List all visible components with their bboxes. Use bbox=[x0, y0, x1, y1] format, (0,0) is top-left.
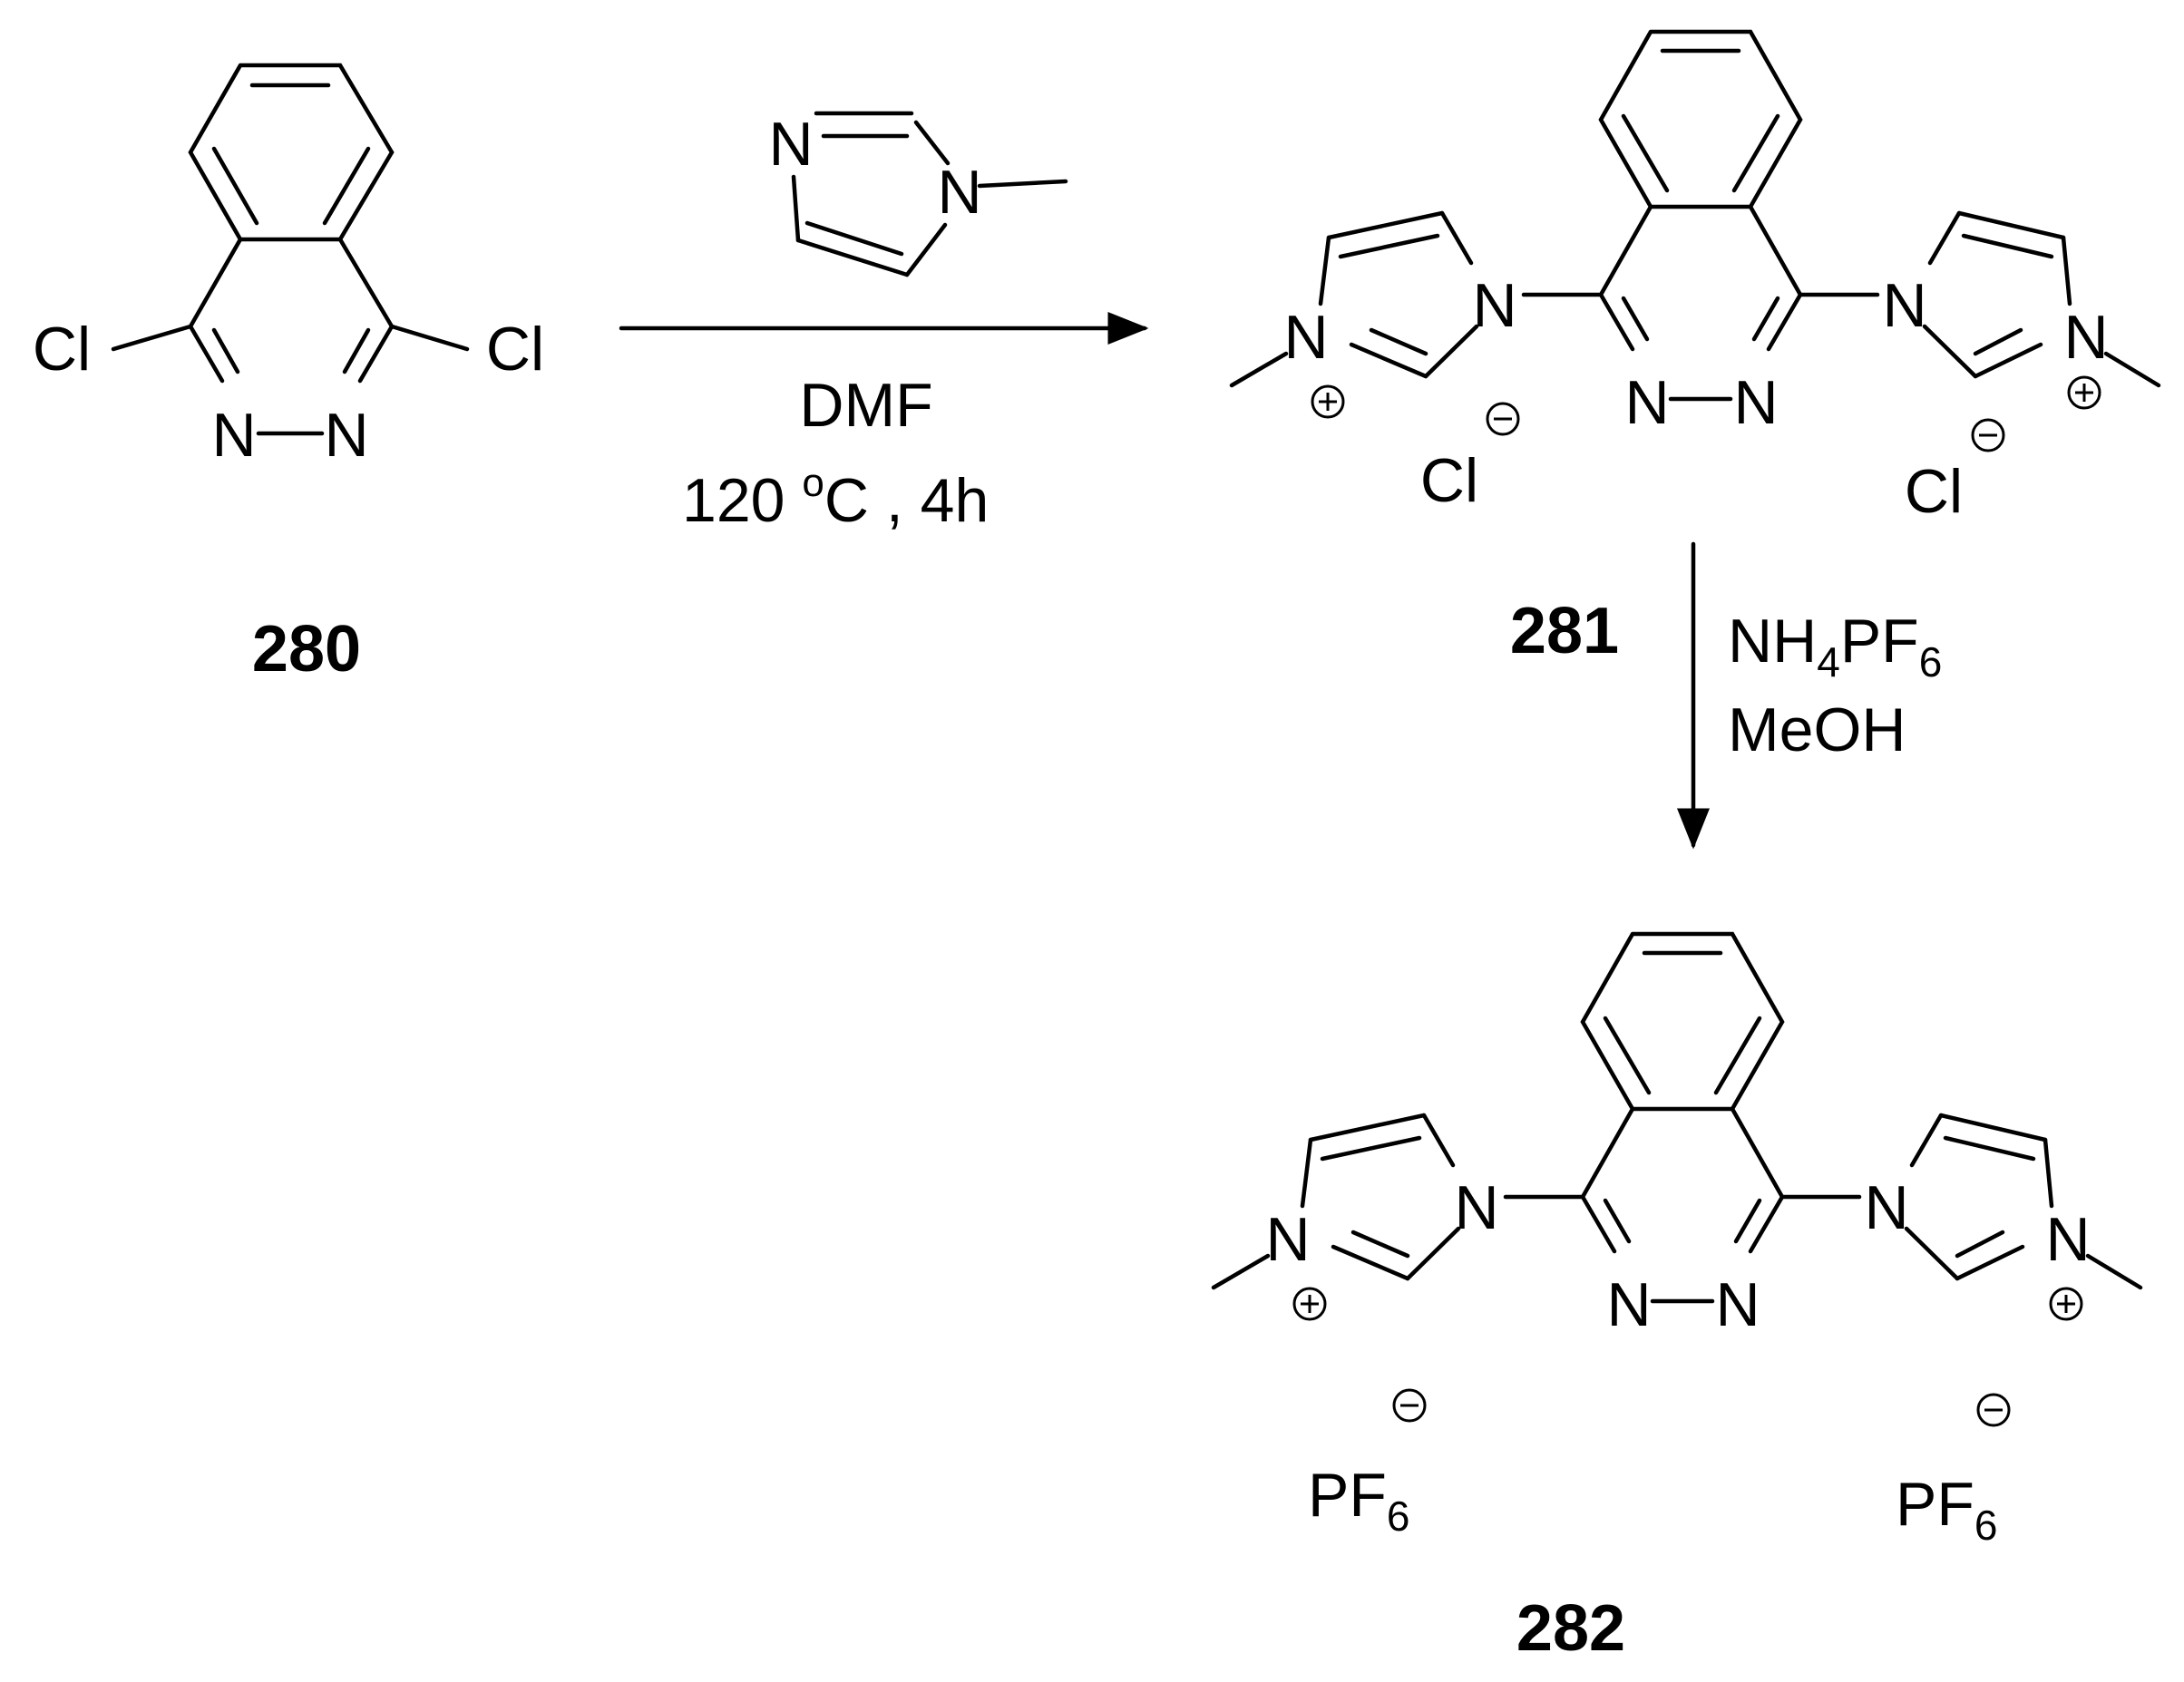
compound-id-281: 281 bbox=[1510, 595, 1619, 667]
nitrogen-label: N bbox=[324, 401, 368, 470]
nitrogen-label: N bbox=[1472, 271, 1516, 340]
conditions-label: 120 oC , 4h bbox=[682, 461, 989, 535]
nitrogen-label: N bbox=[1283, 303, 1328, 372]
nitrogen-label: N bbox=[1606, 1270, 1651, 1339]
compound-id-280: 280 bbox=[252, 613, 361, 685]
compound-281: N N N N N N Cl Cl 281 bbox=[1232, 32, 2159, 667]
compound-282: N N N N N N PF6 PF6 282 bbox=[1214, 934, 2140, 1665]
nitrogen-label: N bbox=[1265, 1205, 1310, 1274]
positive-charge-icon bbox=[2049, 1287, 2083, 1321]
negative-charge-icon bbox=[1971, 418, 2005, 452]
nitrogen-label: N bbox=[1733, 368, 1778, 437]
chloride-anion-label: Cl bbox=[1905, 457, 1963, 526]
reagent-label: NH4PF6 bbox=[1728, 607, 1942, 685]
nitrogen-label: N bbox=[1715, 1270, 1760, 1339]
chlorine-left-label: Cl bbox=[33, 315, 91, 384]
nitrogen-label: N bbox=[1454, 1173, 1498, 1242]
positive-charge-icon bbox=[1311, 384, 1345, 419]
negative-charge-icon bbox=[1392, 1388, 1427, 1423]
reaction-step-2: NH4PF6 MeOH bbox=[1677, 541, 1942, 850]
positive-charge-icon bbox=[2067, 375, 2101, 410]
positive-charge-icon bbox=[1292, 1287, 1327, 1321]
nitrogen-label: N bbox=[211, 401, 256, 470]
nitrogen-label: N bbox=[937, 158, 981, 227]
hexafluorophosphate-anion-label: PF6 bbox=[1896, 1470, 1998, 1549]
nitrogen-label: N bbox=[1624, 368, 1669, 437]
negative-charge-icon bbox=[1486, 402, 1520, 436]
hexafluorophosphate-anion-label: PF6 bbox=[1308, 1461, 1410, 1540]
compound-id-282: 282 bbox=[1516, 1592, 1625, 1665]
nitrogen-label: N bbox=[2045, 1205, 2090, 1274]
chloride-anion-label: Cl bbox=[1420, 446, 1478, 515]
negative-charge-icon bbox=[1976, 1393, 2011, 1427]
solvent-label: MeOH bbox=[1728, 695, 1906, 764]
nitrogen-label: N bbox=[2063, 303, 2108, 372]
chlorine-right-label: Cl bbox=[486, 315, 544, 384]
reagent-methylimidazole: N N bbox=[768, 110, 1068, 277]
nitrogen-label: N bbox=[768, 110, 813, 179]
solvent-label: DMF bbox=[799, 371, 932, 440]
compound-280: Cl Cl N N 280 bbox=[33, 63, 544, 685]
nitrogen-label: N bbox=[1864, 1173, 1908, 1242]
nitrogen-label: N bbox=[1882, 271, 1926, 340]
reaction-step-1: DMF 120 oC , 4h bbox=[619, 312, 1149, 535]
